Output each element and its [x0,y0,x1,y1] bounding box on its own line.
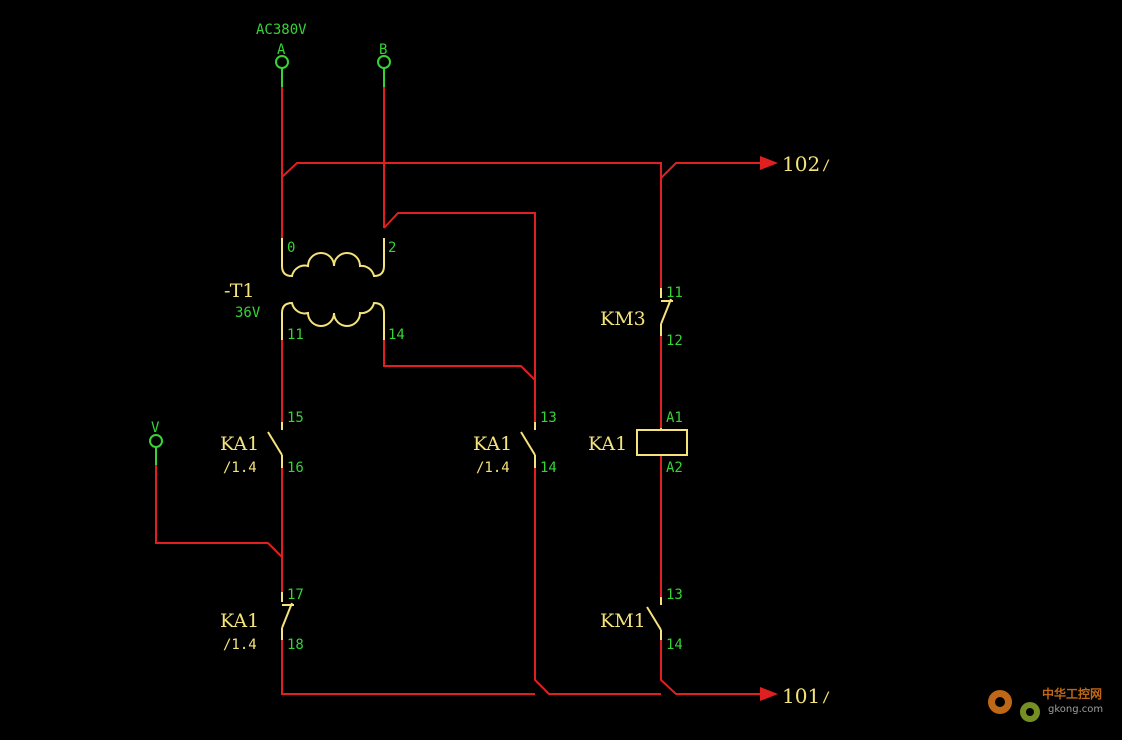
wire-left-lower [281,640,535,695]
ka1-lower-tag: KA1 [220,610,259,632]
t1-secondary-right-pin: 14 [388,327,405,343]
watermark-logo: 中华工控网 gkong.com [988,686,1103,722]
ka1-mid-ref: /1.4 [476,460,510,476]
gear-icon [988,690,1040,722]
output-102-mark: / [822,158,830,174]
ka1-left-tag: KA1 [220,433,259,455]
contact-ka1-15-16 [267,422,283,468]
watermark-site-url: gkong.com [1048,704,1103,715]
contact-ka1-17-18-blade [281,602,293,629]
km1-pin-bottom: 14 [666,637,683,653]
supply-voltage-label: AC380V [256,22,307,38]
contacts [267,288,688,640]
ka1-left-ref: /1.4 [223,460,257,476]
t1-primary-left-pin: 0 [287,240,295,256]
contact-ka1-17-18 [281,592,294,640]
t1-secondary-voltage: 36V [235,305,261,321]
contact-ka1-13-14-blade [520,431,536,456]
contact-km1-13-14 [646,597,662,640]
output-101-mark: / [822,690,830,706]
contact-km3-blade [660,298,672,325]
coil-tag: KA1 [588,433,627,455]
arrow-101 [760,687,778,701]
terminals [149,55,391,465]
ka1-lower-pin-top: 17 [287,587,304,603]
gear-icon-large-hole [995,697,1005,707]
terminal-v-label: V [151,420,160,436]
ka1-mid-pin-bottom: 14 [540,460,557,476]
ka1-lower-pin-bottom: 18 [287,637,304,653]
transformer-t1 [281,238,385,340]
contact-ka1-15-16-blade [267,431,283,456]
wire-t1-14-to-mid [383,340,536,381]
km3-pin-top: 11 [666,285,683,301]
ka1-left-pin-bottom: 16 [287,460,304,476]
t1-secondary-winding [281,301,385,340]
km3-tag: KM3 [600,308,646,330]
contact-km3-11-12 [660,288,673,336]
output-101-label: 101 [782,684,820,708]
watermark-site-cn: 中华工控网 [1042,686,1102,701]
contact-ka1-13-14 [520,422,536,468]
output-102-label: 102 [782,152,820,176]
km3-pin-bottom: 12 [666,333,683,349]
gear-icon-small-hole [1026,708,1034,716]
ka1-mid-tag: KA1 [473,433,512,455]
km1-tag: KM1 [600,610,646,632]
wire-right-bottom [660,640,760,695]
terminal-b-label: B [379,42,387,58]
output-arrows [760,156,778,701]
coil-ka1 [636,428,688,456]
t1-primary-winding [281,238,385,278]
km1-pin-top: 13 [666,587,683,603]
coil-ka1-body [636,429,688,456]
terminal-a-label: A [277,42,286,58]
wire-top-bus [281,162,760,181]
t1-tag: -T1 [224,280,255,302]
ka1-lower-ref: /1.4 [223,637,257,653]
t1-primary-right-pin: 2 [388,240,396,256]
coil-pin-bottom: A2 [666,460,683,476]
coil-pin-top: A1 [666,410,683,426]
wires [155,87,760,695]
t1-secondary-left-pin: 11 [287,327,304,343]
arrow-102 [760,156,778,170]
ka1-left-pin-top: 15 [287,410,304,426]
wire-v-branch [155,465,283,558]
wire-mid-lower [534,468,661,695]
wire-t1-2-to-mid [383,212,536,380]
ka1-mid-pin-top: 13 [540,410,557,426]
contact-km1-blade [646,606,662,631]
terminal-v [149,434,163,448]
